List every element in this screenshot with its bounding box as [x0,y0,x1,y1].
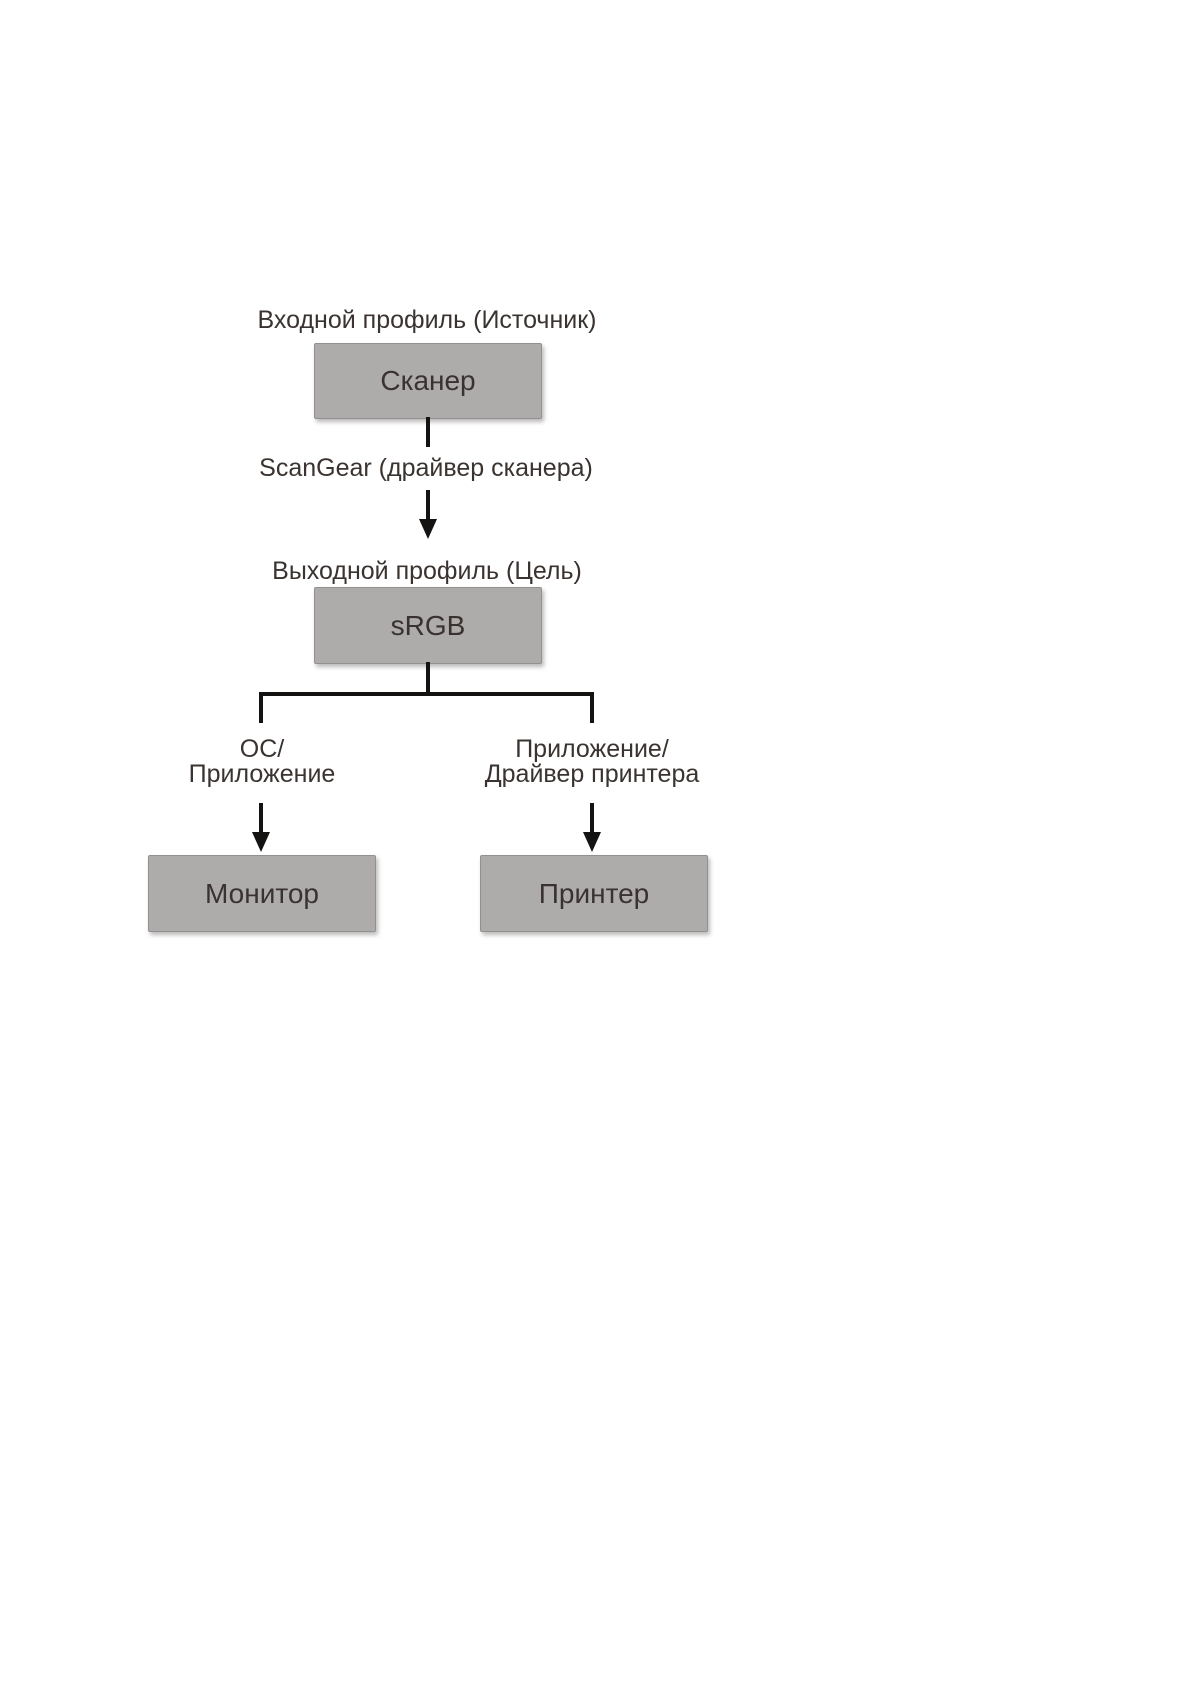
branch-right-stub-line [590,692,594,723]
printer-box: Принтер [480,855,708,932]
output-profile-title: Выходной профиль (Цель) [272,557,582,585]
srgb-branch-stem-line [426,662,430,695]
application-printer-driver-label-line2: Драйвер принтера [484,760,700,788]
os-application-label: ОС/ Приложение [189,737,336,787]
scangear-down-arrow-icon [419,519,437,539]
os-application-label-line2: Приложение [188,760,336,788]
application-printer-driver-label: Приложение/ Драйвер принтера [485,737,700,787]
printer-arrow-shaft [590,803,594,834]
scanner-box: Сканер [314,343,542,419]
os-application-label-line1: ОС/ [239,735,285,763]
monitor-down-arrow-icon [252,832,270,852]
scanner-box-label: Сканер [380,365,476,396]
branch-horizontal-line [259,692,594,696]
srgb-box: sRGB [314,587,542,664]
branch-left-stub-line [259,692,263,723]
scanner-to-scangear-line [426,417,430,447]
printer-box-label: Принтер [538,877,650,909]
application-printer-driver-label-line1: Приложение/ [515,735,669,763]
srgb-box-label: sRGB [390,609,466,641]
monitor-box-label: Монитор [205,877,319,909]
printer-down-arrow-icon [583,832,601,852]
monitor-arrow-shaft [259,803,263,834]
scangear-driver-label: ScanGear (драйвер сканера) [259,454,593,482]
monitor-box: Монитор [148,855,376,932]
scangear-arrow-shaft [426,490,430,521]
input-profile-title: Входной профиль (Источник) [257,306,597,334]
